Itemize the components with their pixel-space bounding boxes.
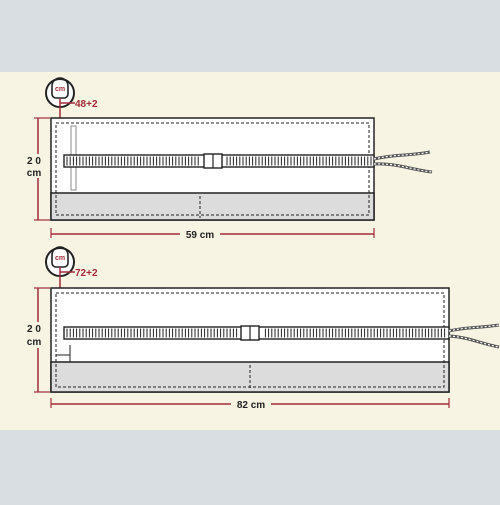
stitch-line-1 xyxy=(55,122,370,216)
height-label-2-line1: 2 0 xyxy=(27,324,41,335)
elastic-coils-2 xyxy=(66,328,446,338)
height-label-2-line2: cm xyxy=(27,337,42,348)
badge-strap-icon-2 xyxy=(51,246,69,268)
width-label-bg-2 xyxy=(231,397,271,411)
badge-strap-icon-1 xyxy=(51,77,69,99)
height-label-1-line1: 2 0 xyxy=(27,156,41,167)
height-label-bg-2 xyxy=(24,322,46,348)
cord-twist-1a xyxy=(373,151,431,160)
diagram-1: cm 48+2 2 0 cm xyxy=(24,77,433,241)
cord-twist-2a xyxy=(448,324,500,332)
width-label-1: 59 cm xyxy=(186,230,214,241)
badge-unit-2: cm xyxy=(55,255,65,262)
badge-unit-1: cm xyxy=(55,86,65,93)
cord-2 xyxy=(448,323,500,349)
bottom-band-1 xyxy=(50,192,375,221)
cord-twist-1b xyxy=(373,163,433,173)
badge-value-2: 72+2 xyxy=(75,268,98,279)
height-label-bg-1 xyxy=(24,154,46,178)
width-label-2: 82 cm xyxy=(237,400,265,411)
badge-value-1: 48+2 xyxy=(75,99,98,110)
cord-1 xyxy=(373,150,433,174)
elastic-coils-1 xyxy=(66,156,372,166)
height-label-1-line2: cm xyxy=(27,168,42,179)
cord-twist-2b xyxy=(448,335,500,348)
width-label-bg-1 xyxy=(180,227,220,241)
diagram-2: cm 72+2 2 0 cm xyxy=(24,246,500,411)
